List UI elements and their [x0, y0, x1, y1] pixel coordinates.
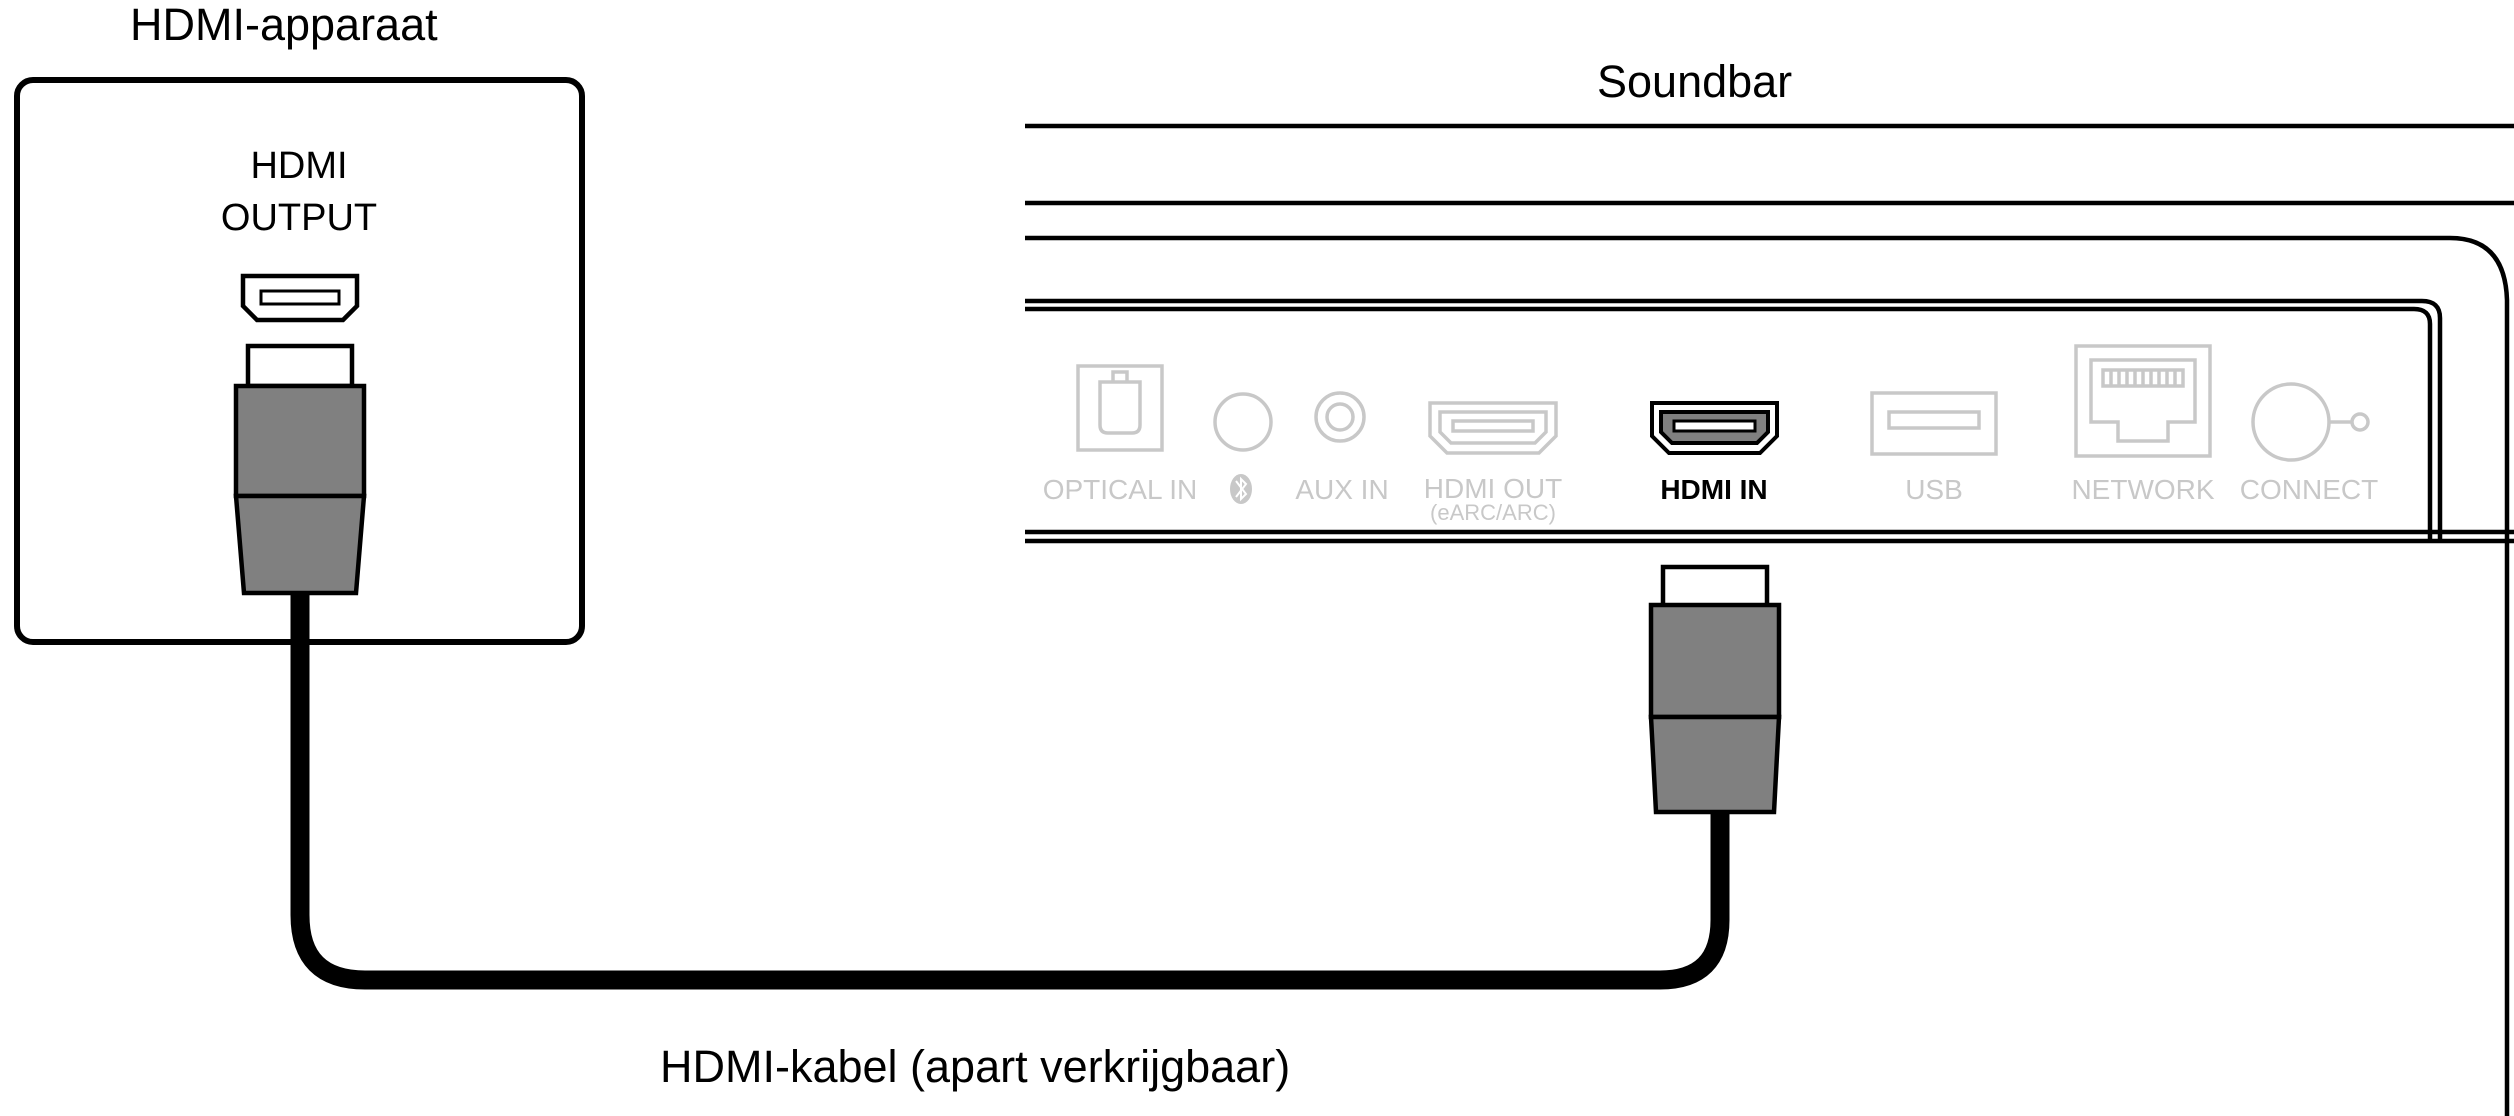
- bluetooth-icon: [1230, 474, 1252, 504]
- device-hdmi-output-port: [240, 273, 360, 323]
- optical-in-label: OPTICAL IN: [1043, 474, 1198, 505]
- usb-port: [1870, 391, 1998, 456]
- hdmi-out-sublabel: (eARC/ARC): [1430, 500, 1556, 525]
- connect-label: CONNECT: [2240, 474, 2378, 505]
- hdmi-out-label: HDMI OUT: [1424, 473, 1562, 504]
- cable-caption: HDMI-kabel (apart verkrijgbaar): [660, 1041, 1290, 1092]
- network-port: [2074, 344, 2212, 458]
- network-label: NETWORK: [2071, 474, 2214, 505]
- connect-button: [2251, 382, 2370, 462]
- soundbar-hdmi-plug-icon: [1648, 564, 1782, 815]
- hdmi-cable: [290, 593, 1730, 990]
- bluetooth-button: [1213, 392, 1273, 452]
- aux-in-label: AUX IN: [1295, 474, 1388, 505]
- device-port-label-line2: OUTPUT: [221, 197, 377, 239]
- hdmi-in-label: HDMI IN: [1660, 474, 1767, 505]
- hdmi-in-port: [1650, 401, 1779, 455]
- device-hdmi-plug-icon: [233, 343, 367, 596]
- device-port-label-line1: HDMI: [250, 145, 347, 187]
- hdmi-out-port: [1428, 401, 1558, 455]
- soundbar-title: Soundbar: [1597, 56, 1792, 107]
- device-title: HDMI-apparaat: [130, 0, 438, 50]
- aux-in-port: [1314, 391, 1366, 443]
- usb-label: USB: [1905, 474, 1963, 505]
- soundbar-body: [1025, 123, 2514, 1116]
- optical-in-port: [1076, 364, 1164, 452]
